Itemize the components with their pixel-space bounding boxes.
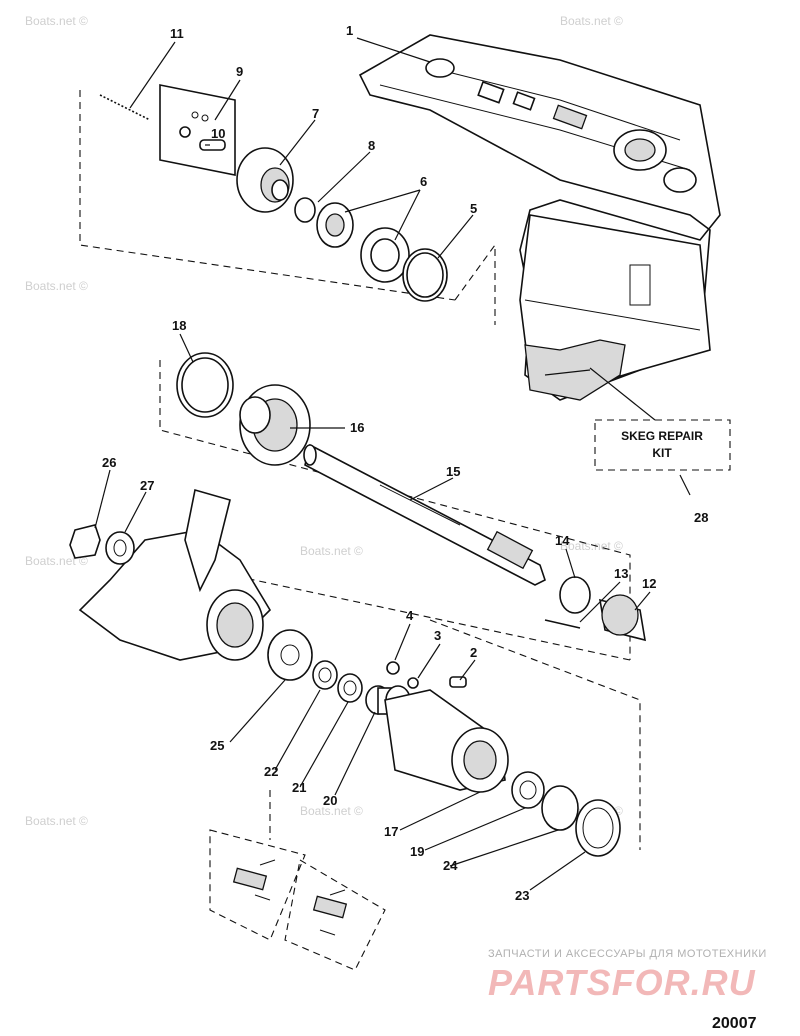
part-2 [449, 676, 467, 688]
watermark: Boats.net © [25, 554, 88, 568]
callout-11: 11 [170, 26, 184, 41]
callout-10: 10 [211, 126, 225, 141]
callout-25: 25 [210, 738, 224, 753]
callout-9: 9 [236, 64, 243, 79]
callout-numbers: 1 2 3 4 5 6 7 8 9 10 11 12 13 14 15 16 1… [102, 23, 708, 903]
seal-21 [337, 673, 363, 703]
tab-washer-27 [105, 531, 135, 565]
watermark: Boats.net © [25, 814, 88, 828]
bearing-6 [316, 202, 410, 283]
part-4 [386, 661, 400, 675]
callout-12: 12 [642, 576, 656, 591]
callout-19: 19 [410, 844, 424, 859]
prop-nut-26 [69, 524, 101, 559]
part-3 [407, 677, 419, 689]
callout-3: 3 [434, 628, 441, 643]
callout-2: 2 [470, 645, 477, 660]
callout-17: 17 [384, 824, 398, 839]
o-ring-18 [176, 352, 234, 418]
callout-24: 24 [443, 858, 458, 873]
watermark: Boats.net © [300, 804, 363, 818]
callout-5: 5 [470, 201, 477, 216]
callout-14: 14 [555, 533, 570, 548]
o-ring-5 [402, 248, 448, 302]
callout-16: 16 [350, 420, 364, 435]
seal-22 [312, 660, 338, 690]
callout-15: 15 [446, 464, 460, 479]
figure-number: 20007 [712, 1015, 757, 1032]
seal-detail-22 [232, 859, 276, 901]
callout-8: 8 [368, 138, 375, 153]
propeller [78, 488, 272, 661]
callout-27: 27 [140, 478, 154, 493]
leader-lines [94, 37, 691, 891]
thrust-washer-23 [575, 799, 621, 857]
brand-logo: PARTSFOR.RU [488, 962, 756, 1003]
callout-26: 26 [102, 455, 116, 470]
skeg-kit-line2: KIT [652, 446, 672, 460]
washer-24 [541, 785, 579, 831]
callout-23: 23 [515, 888, 529, 903]
callout-22: 22 [264, 764, 278, 779]
watermark: Boats.net © [25, 279, 88, 293]
pinion-gear [236, 147, 294, 213]
forward-gear [239, 384, 311, 466]
callout-21: 21 [292, 780, 306, 795]
pin-13 [544, 619, 581, 629]
propeller-shaft [303, 443, 546, 586]
skeg-repair-kit-box: SKEG REPAIR KIT [621, 429, 703, 460]
decal-card [159, 84, 236, 176]
callout-4: 4 [406, 608, 414, 623]
watermark: Boats.net © [25, 14, 88, 28]
callout-18: 18 [172, 318, 186, 333]
callout-13: 13 [614, 566, 628, 581]
callout-20: 20 [323, 793, 337, 808]
callout-7: 7 [312, 106, 319, 121]
clutch-12 [599, 594, 646, 642]
bearing-19 [511, 771, 545, 809]
brand-block: ЗАПЧАСТИ И АКСЕССУАРЫ ДЛЯ МОТОТЕХНИКИ PA… [488, 948, 767, 1003]
brand-tagline: ЗАПЧАСТИ И АКСЕССУАРЫ ДЛЯ МОТОТЕХНИКИ [488, 948, 767, 960]
gear-housing [358, 34, 721, 401]
skeg-kit-line1: SKEG REPAIR [621, 429, 703, 443]
callout-1: 1 [346, 23, 353, 38]
watermark: Boats.net © [300, 544, 363, 558]
callout-28: 28 [694, 510, 708, 525]
spring-part [99, 94, 151, 121]
seal-detail-21 [312, 889, 348, 936]
callout-6: 6 [420, 174, 427, 189]
bearing-8 [294, 197, 316, 223]
thrust-washer-25 [267, 629, 313, 681]
sleeve-14 [559, 576, 591, 614]
watermark: Boats.net © [560, 14, 623, 28]
bearing-carrier [384, 689, 509, 793]
